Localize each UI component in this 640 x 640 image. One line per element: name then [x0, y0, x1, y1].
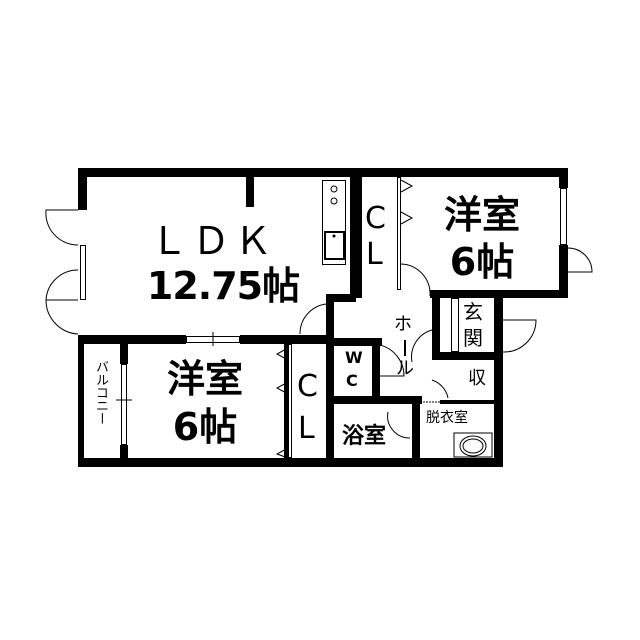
wall-bath-right: [412, 396, 420, 466]
toilet-label-c: C: [346, 371, 358, 390]
window-room2-left: [121, 364, 127, 445]
western-room-2-label: 洋室: [166, 357, 243, 401]
wall-cl1-right: [359, 168, 362, 298]
entrance-label-1: 玄: [463, 300, 483, 324]
wall-top-right: [356, 168, 568, 177]
hall-label-top: ホ: [394, 314, 412, 335]
hall-dash: [404, 340, 406, 356]
balcony-label: バルコニー: [93, 360, 108, 425]
closet-1-l: L: [366, 237, 383, 272]
closet-2-frame: [288, 344, 292, 458]
entrance-step: [451, 298, 459, 352]
western-room-1-label: 洋室: [443, 193, 520, 237]
closet-2-c: C: [297, 369, 318, 404]
storage-label: 収: [468, 368, 486, 389]
wall-room2-left-b: [120, 445, 128, 466]
hall-label-bottom: ル: [396, 358, 414, 379]
wall-wc-top: [326, 338, 382, 346]
wall-ldk-bottom-left: [78, 335, 186, 344]
sink-icon: [324, 231, 345, 260]
toilet-label-w: W: [345, 348, 363, 367]
wall-entrance-bottom: [432, 352, 502, 360]
wall-cl2-right: [326, 335, 334, 466]
wall-ldk-right: [350, 168, 359, 298]
wall-balcony-left: [78, 344, 84, 466]
bathroom-label: 浴室: [342, 424, 387, 449]
western-room-1-size: 6帖: [449, 240, 515, 284]
wall-wc-right: [372, 344, 380, 404]
wall-room1-bottom: [430, 290, 568, 298]
wall-bottom: [78, 458, 503, 467]
washbasin-icon: [453, 432, 493, 458]
closet-1-frame: [397, 177, 401, 290]
western-room-2-size: 6帖: [172, 405, 238, 449]
wall-right-upper: [559, 168, 568, 188]
dressing-room-label: 脱衣室: [426, 410, 468, 426]
window-ldk-left: [80, 245, 86, 300]
wall-right-lower: [494, 296, 503, 466]
wall-right-upper2: [559, 245, 568, 297]
entrance-label-2: 関: [463, 326, 483, 350]
wall-top-ldk: [78, 168, 360, 177]
ldk-label: ＬＤＫ: [149, 219, 276, 263]
window-room1-right: [560, 188, 567, 245]
wall-room2-left: [120, 344, 128, 364]
kitchen-counter: [322, 180, 346, 265]
door-swing-icon: [45, 179, 593, 459]
closet-2-l: L: [298, 411, 315, 446]
wall-bath-top: [326, 396, 422, 404]
closet-1-c: C: [365, 201, 386, 236]
wall-hall-left: [326, 294, 334, 344]
stove-icon: [330, 185, 338, 205]
ldk-size: 12.75帖: [146, 264, 300, 308]
wall-entrance-left: [432, 296, 440, 358]
wall-hall-top: [326, 294, 356, 302]
wall-left-ldk-top: [78, 168, 87, 210]
wall-ldk-partition: [246, 177, 254, 207]
